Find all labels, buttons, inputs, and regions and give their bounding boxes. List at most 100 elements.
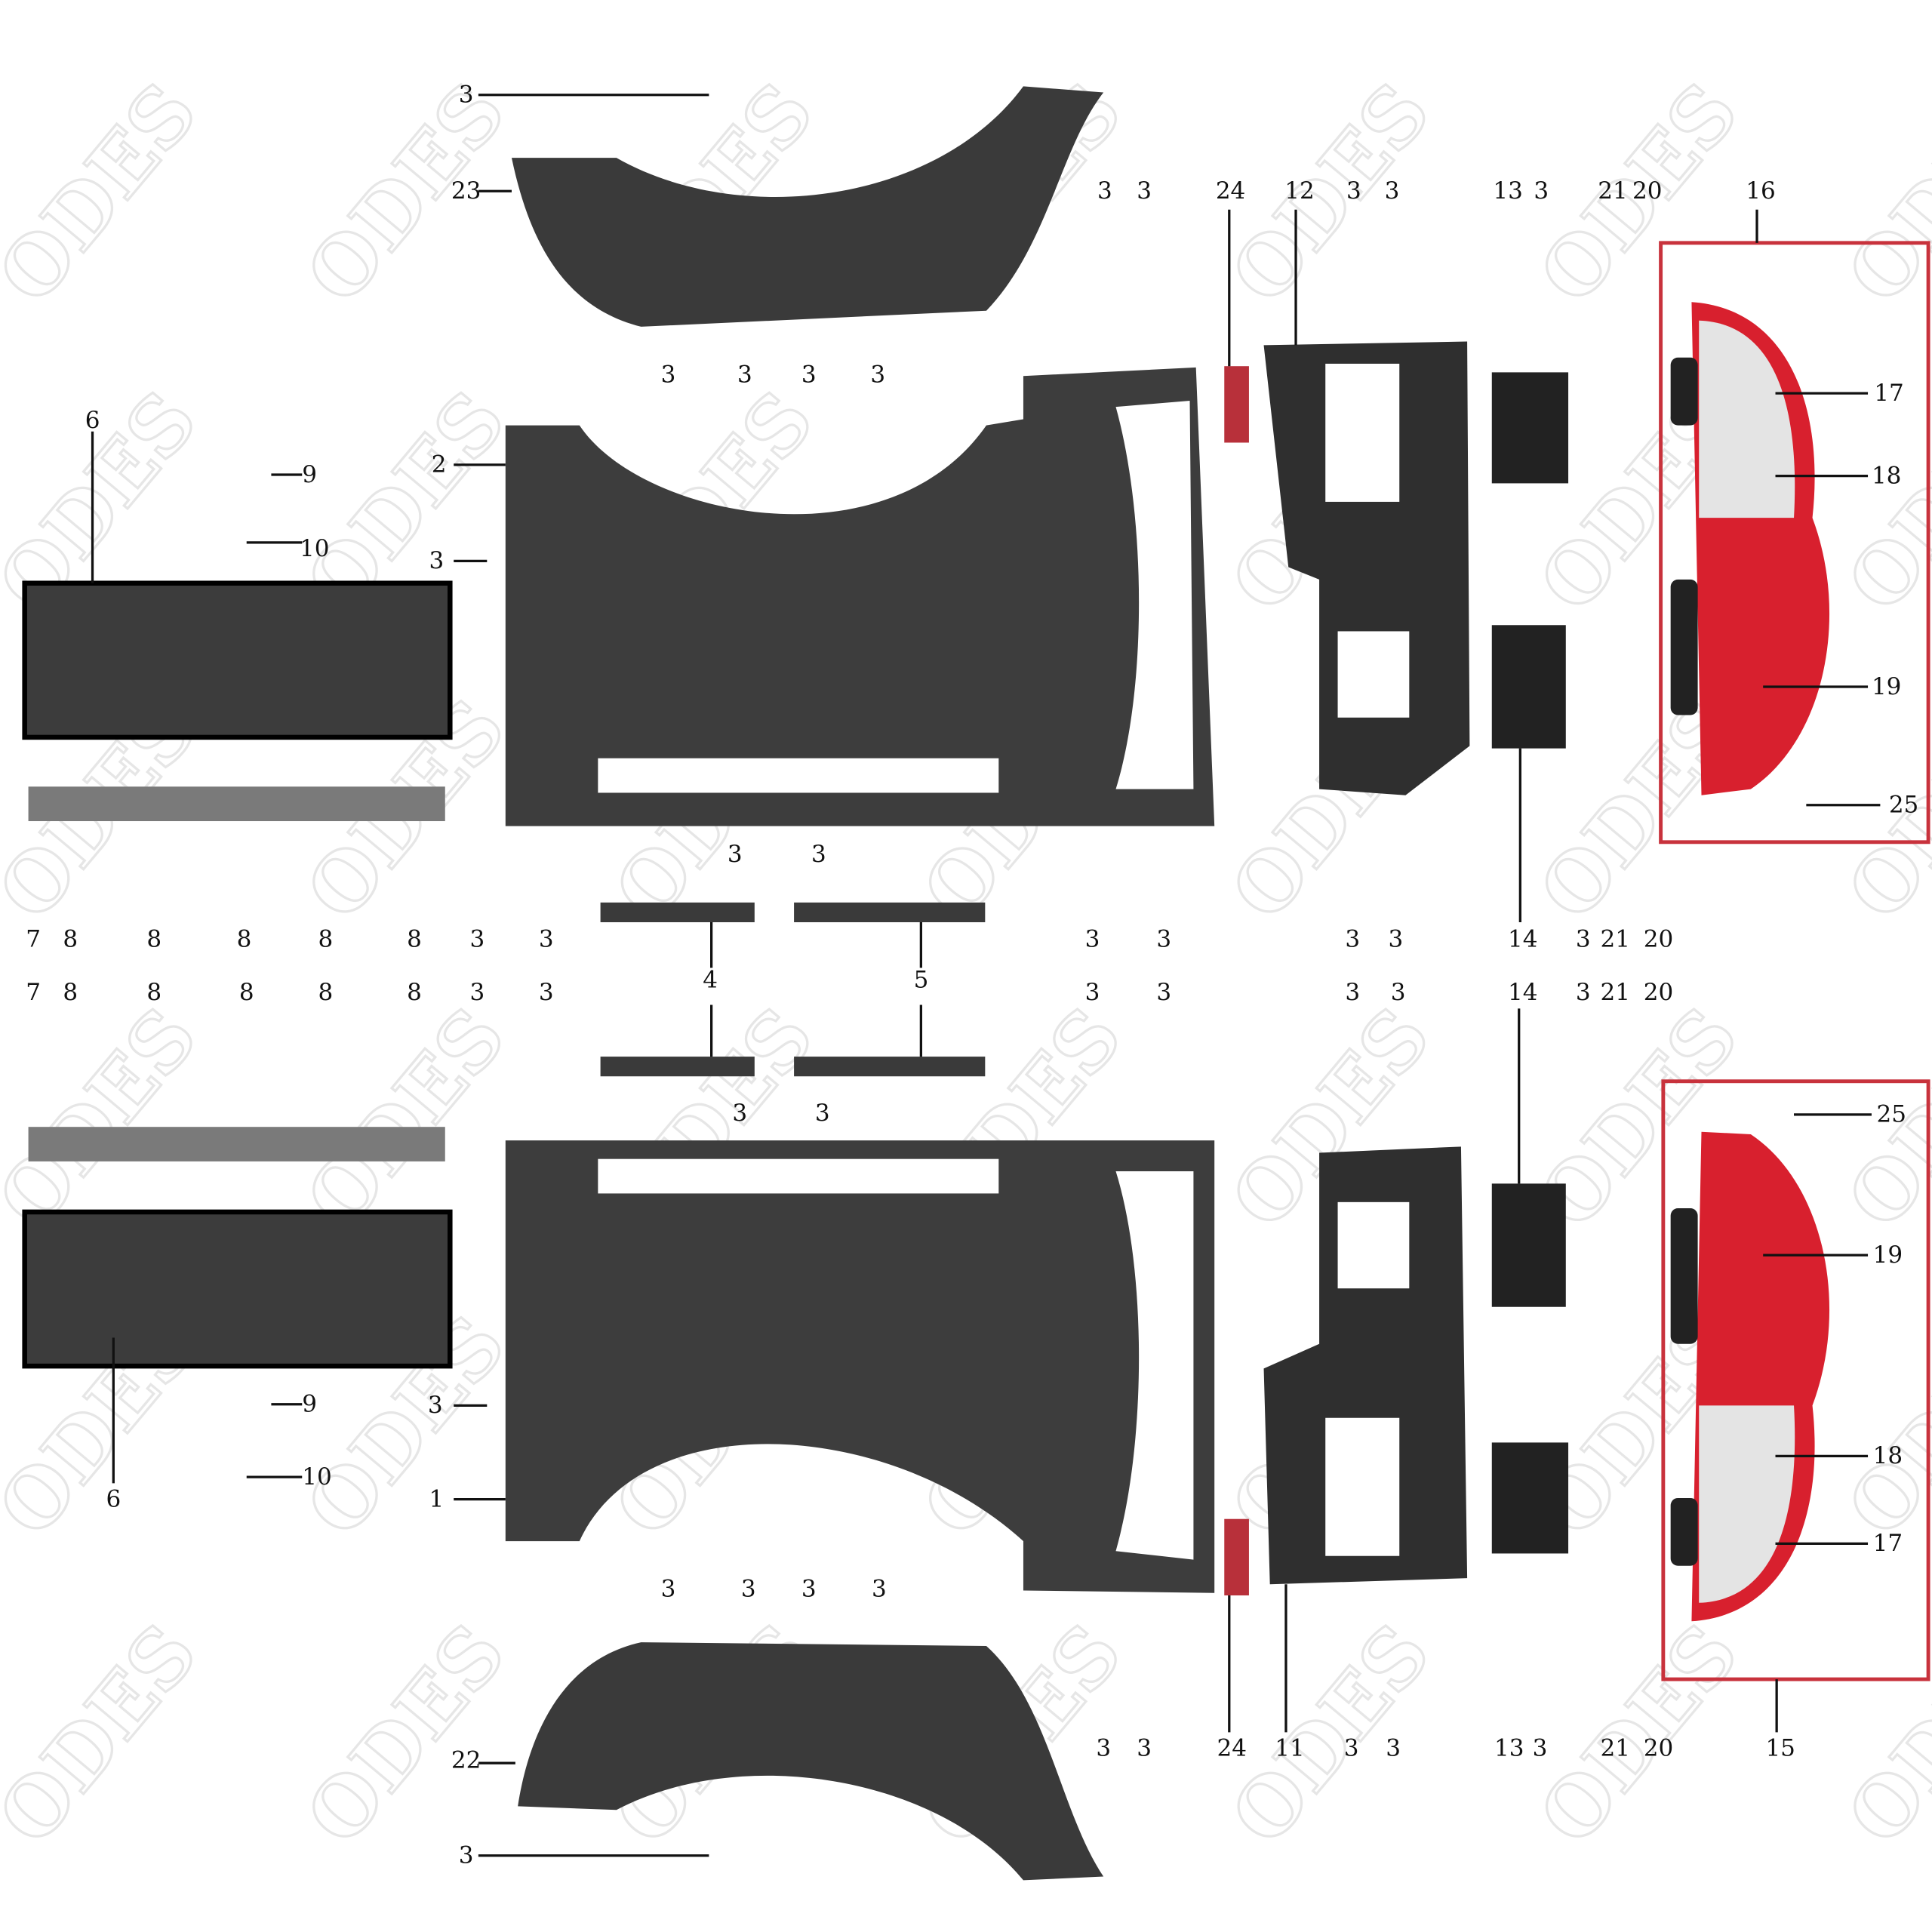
callout-label: 3 (469, 926, 485, 953)
watermark-text: ODES (1214, 1607, 1448, 1861)
callout-label: 14 (1508, 979, 1538, 1006)
callout-label: 1 (429, 1485, 445, 1512)
bar-5-bottom (794, 1057, 986, 1077)
callout-label: 3 (741, 1576, 756, 1603)
callout-label: 15 (1765, 1734, 1795, 1761)
tailgate-door-6-top (22, 580, 453, 740)
callout-label: 3 (459, 82, 474, 109)
reflector-24-bottom (1224, 1518, 1249, 1596)
bar-4-bottom (600, 1057, 755, 1077)
callout-label: 21 (1601, 926, 1631, 953)
watermark-text: ODES (1829, 66, 1932, 320)
watermark-text: ODES (288, 991, 523, 1245)
callout-label: 3 (815, 1100, 830, 1127)
callout-label: 8 (407, 926, 422, 953)
callout-label: 19 (1873, 1241, 1903, 1269)
tailgate-door-6-bottom (22, 1209, 453, 1369)
callout-label: 8 (237, 926, 252, 953)
callout-label: 3 (459, 1842, 474, 1869)
lamp-mount (1670, 1497, 1698, 1566)
callout-label: 9 (302, 1391, 317, 1418)
callout-label: 3 (429, 547, 445, 574)
callout-label: 12 (1284, 177, 1315, 205)
callout-label: 3 (661, 361, 676, 388)
callout-label: 24 (1216, 177, 1246, 205)
callout-label: 3 (1576, 926, 1591, 953)
callout-label: 18 (1872, 462, 1902, 489)
tail-lamp-16-clear-lens (1699, 320, 1795, 518)
callout-label: 3 (1085, 926, 1100, 953)
leader-lines (91, 94, 1881, 1857)
callout-label: 8 (63, 979, 78, 1006)
callout-label: 3 (728, 841, 743, 868)
callout-label: 3 (1096, 1734, 1111, 1761)
callout-label: 25 (1889, 792, 1919, 819)
callout-label: 24 (1217, 1734, 1247, 1761)
callout-label: 21 (1601, 1734, 1631, 1761)
callout-label: 3 (1156, 926, 1171, 953)
callout-label: 2 (432, 451, 447, 478)
callout-label: 4 (703, 967, 718, 994)
side-panel-2-opening (1115, 400, 1194, 789)
plate-13-bottom (1491, 1442, 1569, 1554)
plate-13-top (1491, 372, 1569, 484)
callout-label: 3 (1389, 926, 1404, 953)
rear-fender-flare-top-23 (511, 86, 1104, 327)
watermark-text: ODES (1521, 1607, 1756, 1861)
callout-label: 3 (737, 361, 752, 388)
callout-label: 3 (872, 1576, 887, 1603)
callout-label: 3 (1345, 979, 1360, 1006)
callout-label: 3 (1534, 177, 1549, 205)
callout-label: 3 (1385, 177, 1400, 205)
callout-label: 6 (85, 407, 100, 434)
callout-label: 3 (1533, 1734, 1548, 1761)
callout-label: 10 (302, 1463, 331, 1491)
tail-lamp-16-box (1659, 241, 1930, 844)
callout-label: 23 (451, 177, 481, 205)
callout-label: 20 (1644, 926, 1674, 953)
callout-label: 21 (1598, 177, 1628, 205)
callout-label: 20 (1632, 177, 1663, 205)
callout-label: 3 (811, 841, 826, 868)
watermark-text: ODES (288, 66, 523, 320)
plate-14-top (1491, 625, 1566, 749)
callout-label: 11 (1275, 1734, 1305, 1761)
bar-4-top (600, 902, 755, 923)
callout-label: 3 (1576, 979, 1591, 1006)
callout-label: 13 (1493, 177, 1523, 205)
callout-label: 16 (1746, 177, 1776, 205)
callout-label: 3 (428, 1392, 443, 1419)
callout-label: 8 (63, 926, 78, 953)
bar-5-top (794, 902, 986, 923)
side-panel-1-opening (1115, 1171, 1194, 1560)
callout-label: 21 (1601, 979, 1631, 1006)
watermark-text: ODES (1829, 1607, 1932, 1861)
side-panel-1 (505, 1140, 1215, 1593)
lamp-bracket-11 (1263, 1146, 1468, 1585)
callout-label: 5 (914, 967, 929, 994)
callout-label: 10 (300, 535, 329, 562)
callout-label: 7 (26, 926, 41, 953)
callout-label: 22 (451, 1747, 481, 1774)
watermark-text: ODES (288, 1607, 523, 1861)
bracket-12-hole (1325, 363, 1400, 502)
callout-label: 3 (1097, 177, 1112, 205)
callout-label: 18 (1873, 1442, 1903, 1469)
watermark-text: ODES (0, 1607, 215, 1861)
rear-fender-flare-bottom-22 (518, 1642, 1104, 1881)
callout-label: 7 (26, 979, 41, 1006)
callout-label: 3 (1137, 1734, 1152, 1761)
callout-label: 3 (801, 361, 817, 388)
callout-label: 8 (239, 979, 254, 1006)
hinge-strip-7-bottom (28, 1127, 445, 1161)
watermark-text: ODES (0, 991, 215, 1245)
callout-label: 3 (870, 361, 885, 388)
lamp-mount (1670, 579, 1698, 715)
callout-label: 17 (1873, 1530, 1903, 1557)
plate-14-bottom (1491, 1183, 1566, 1307)
callout-label: 20 (1644, 979, 1674, 1006)
